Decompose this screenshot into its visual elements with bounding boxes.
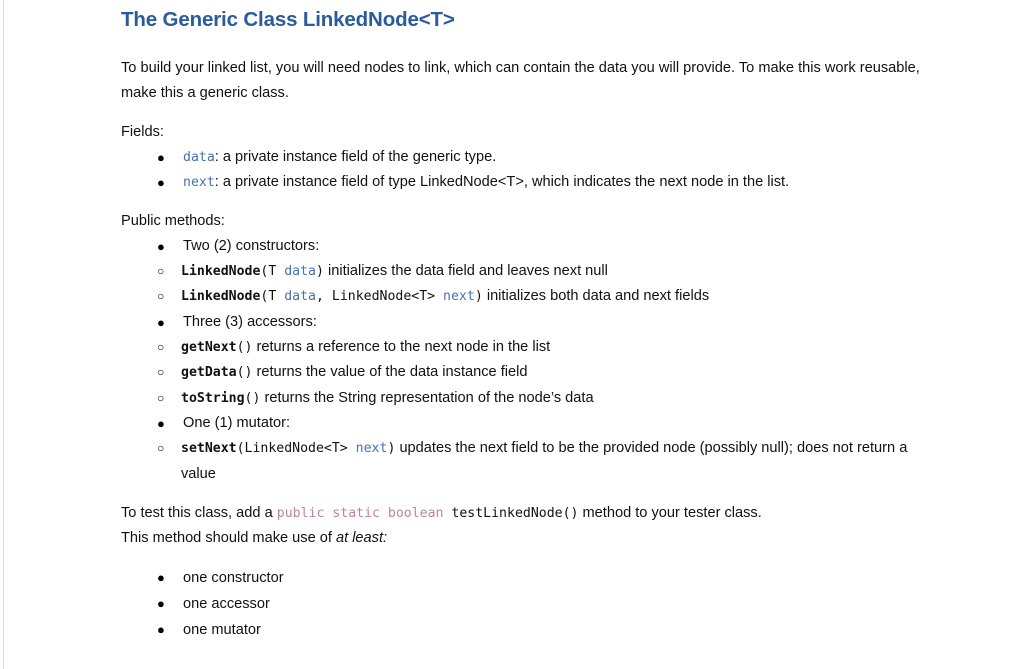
list-item: ○ getData() returns the value of the data… bbox=[121, 360, 921, 386]
bullet-filled-icon: ● bbox=[157, 416, 165, 432]
requirement-text: one constructor bbox=[183, 570, 284, 587]
bullet-hollow-icon: ○ bbox=[157, 441, 165, 456]
document-body: The Generic Class LinkedNode<T> To build… bbox=[121, 0, 921, 643]
spacer bbox=[121, 487, 921, 501]
method-sig-open: (T bbox=[260, 263, 285, 279]
mutator-sublist: ○ setNext(LinkedNode<T> next) updates the… bbox=[121, 436, 921, 487]
method-sig-open: (LinkedNode<T> bbox=[236, 441, 356, 457]
group-label-constructors: Two (2) constructors: bbox=[183, 237, 320, 254]
list-item: ● next: a private instance field of type … bbox=[121, 170, 921, 195]
list-item-accessors-group: ● Three (3) accessors: bbox=[121, 310, 921, 335]
method-name-getdata: getData bbox=[181, 365, 237, 381]
spacer bbox=[121, 195, 921, 209]
method-name-tostring: toString bbox=[181, 390, 245, 406]
list-item: ○LinkedNode(T data, LinkedNode<T> next) … bbox=[121, 284, 921, 310]
methods-list: ●Two (2) constructors: ○LinkedNode(T dat… bbox=[121, 234, 921, 488]
requirements-list: ● one constructor ● one accessor ● one muta… bbox=[121, 565, 921, 643]
field-desc-next: : a private instance field of type Linke… bbox=[214, 173, 790, 190]
public-methods-heading: Public methods: bbox=[121, 212, 225, 229]
list-item-mutator-group: ● One (1) mutator: bbox=[121, 411, 921, 436]
fields-heading: Fields: bbox=[121, 123, 164, 140]
method-name-linkednode-2: LinkedNode bbox=[181, 289, 261, 305]
fields-list: ● data: a private instance field of the g… bbox=[121, 145, 921, 195]
spacer bbox=[121, 33, 921, 56]
accessors-sublist: ○getNext() returns a reference to the ne… bbox=[121, 335, 921, 412]
method-param-data: data bbox=[284, 263, 316, 279]
field-name-data: data bbox=[183, 149, 215, 165]
method-description: initializes both data and next fields bbox=[482, 288, 710, 305]
bullet-hollow-icon: ○ bbox=[157, 365, 165, 380]
method-sig-close: () bbox=[236, 365, 253, 381]
bullet-filled-icon: ● bbox=[157, 149, 165, 165]
bullet-hollow-icon: ○ bbox=[157, 263, 165, 278]
bullet-hollow-icon: ○ bbox=[157, 339, 165, 354]
method-param-next: next bbox=[355, 441, 388, 457]
list-item: ● one constructor bbox=[121, 565, 921, 591]
test-method-name: testLinkedNode() bbox=[443, 506, 579, 522]
test-tail-text: method to your tester class. bbox=[578, 505, 762, 522]
bullet-filled-icon: ● bbox=[157, 314, 165, 330]
test-lead-text: To test this class, add a bbox=[121, 505, 277, 522]
list-item: ○ setNext(LinkedNode<T> next) updates the… bbox=[121, 436, 921, 487]
bullet-filled-icon: ● bbox=[157, 174, 165, 190]
test-second-line-lead: This method should make use of bbox=[121, 530, 336, 547]
spacer bbox=[121, 551, 921, 565]
method-sig-mid: , LinkedNode<T> bbox=[316, 289, 444, 305]
requirement-text: one mutator bbox=[183, 622, 261, 639]
list-item: ● data: a private instance field of the g… bbox=[121, 145, 921, 170]
page-title: The Generic Class LinkedNode<T> bbox=[121, 8, 455, 31]
constructors-sublist: ○LinkedNode(T data) initializes the data… bbox=[121, 259, 921, 310]
java-keywords: public static boolean bbox=[276, 506, 444, 522]
bullet-filled-icon: ● bbox=[157, 238, 165, 254]
list-item-constructors-group: ● Two (2) constructors: bbox=[121, 234, 921, 259]
method-sig-close: ) bbox=[474, 289, 483, 305]
method-description: initializes the data field and leaves ne… bbox=[323, 262, 608, 279]
page-edge-rule bbox=[3, 0, 4, 669]
method-param-data: data bbox=[284, 289, 316, 305]
method-description: updates the next field to be the provide… bbox=[181, 440, 908, 482]
spacer bbox=[121, 106, 921, 120]
method-name-getnext: getNext bbox=[181, 339, 237, 355]
method-description: returns the value of the data instance f… bbox=[252, 364, 528, 381]
method-sig-close: () bbox=[244, 390, 261, 406]
list-item: ○ LinkedNode(T data) initializes the data… bbox=[121, 259, 921, 285]
method-sig-close: () bbox=[236, 339, 253, 355]
bullet-hollow-icon: ○ bbox=[157, 390, 165, 405]
list-item: ● one mutator bbox=[121, 617, 921, 643]
test-instructions-paragraph: To test this class, add a public static … bbox=[121, 501, 921, 551]
test-second-line-italic: at least: bbox=[335, 530, 388, 547]
list-item: ● one accessor bbox=[121, 591, 921, 617]
method-param-next: next bbox=[443, 289, 475, 305]
method-name-setnext: setNext bbox=[181, 441, 237, 457]
method-sig-close: ) bbox=[387, 441, 396, 457]
intro-paragraph: To build your linked list, you will need… bbox=[121, 59, 920, 101]
method-description: returns the String representation of the… bbox=[260, 389, 594, 406]
list-item: ○ getNext() returns a reference to the ne… bbox=[121, 335, 921, 361]
method-sig-close: ) bbox=[316, 263, 324, 279]
group-label-accessors: Three (3) accessors: bbox=[183, 313, 317, 330]
bullet-hollow-icon: ○ bbox=[157, 289, 165, 304]
bullet-filled-icon: ● bbox=[157, 596, 165, 612]
method-sig-open: (T bbox=[260, 289, 285, 305]
field-name-next: next bbox=[183, 174, 215, 190]
method-name-linkednode-1: LinkedNode bbox=[181, 263, 261, 279]
group-label-mutator: One (1) mutator: bbox=[183, 415, 291, 432]
bullet-filled-icon: ● bbox=[157, 622, 165, 638]
bullet-filled-icon: ● bbox=[157, 570, 165, 586]
method-description: returns a reference to the next node in … bbox=[252, 338, 551, 355]
field-desc-data: : a private instance field of the generi… bbox=[214, 148, 497, 165]
requirement-text: one accessor bbox=[183, 596, 270, 613]
list-item: ○ toString() returns the String represent… bbox=[121, 386, 921, 412]
